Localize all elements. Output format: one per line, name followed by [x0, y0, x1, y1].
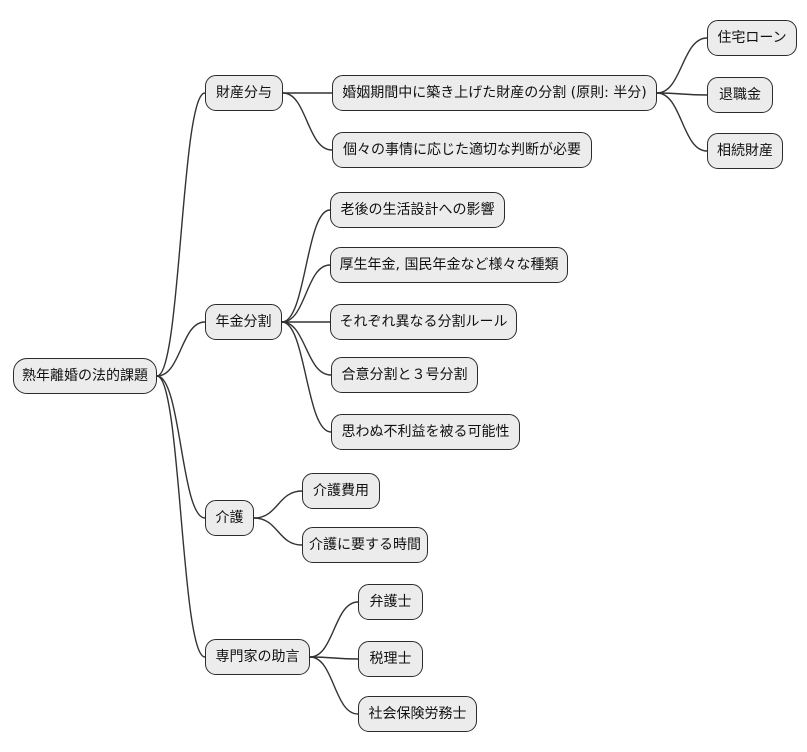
node-tax-accountant: 税理士 [358, 641, 423, 677]
node-lawyer: 弁護士 [358, 584, 423, 620]
node-individual-circumstances: 個々の事情に応じた適切な判断が必要 [332, 132, 592, 168]
edge-care-time [253, 517, 303, 546]
node-inherited-assets: 相続財産 [707, 133, 783, 169]
edge-root-property-division [156, 92, 206, 377]
node-marital-property-split: 婚姻期間中に築き上げた財産の分割 (原則: 半分) [332, 75, 657, 111]
edge-marital-inheritance [656, 92, 708, 152]
node-housing-loan: 住宅ローン [707, 20, 797, 56]
node-retirement-planning-impact: 老後の生活設計への影響 [330, 192, 505, 228]
edge-property-individual [282, 92, 333, 151]
edge-expert-labor-consultant [309, 656, 359, 715]
node-nursing-care: 介護 [205, 500, 254, 536]
node-pension-types: 厚生年金, 国民年金など様々な種類 [330, 247, 568, 283]
node-retirement-allowance: 退職金 [707, 77, 773, 113]
edge-marital-housing-loan [656, 37, 708, 94]
edge-root-expert-advice [156, 375, 206, 658]
edge-pension-types [281, 264, 331, 323]
node-agreement-and-no3-division: 合意分割と３号分割 [331, 357, 478, 393]
node-unexpected-disadvantage: 思わぬ不利益を被る可能性 [331, 414, 520, 450]
edge-expert-tax-accountant [309, 656, 359, 660]
edge-root-pension-division [156, 321, 206, 377]
node-care-time: 介護に要する時間 [302, 527, 428, 563]
node-pension-division: 年金分割 [205, 304, 282, 340]
node-care-costs: 介護費用 [302, 473, 380, 509]
edge-expert-lawyer [309, 601, 359, 658]
edge-care-costs [253, 490, 303, 519]
node-labor-consultant: 社会保険労務士 [358, 696, 477, 732]
node-property-division: 財産分与 [205, 75, 283, 111]
node-expert-advice: 専門家の助言 [205, 639, 310, 675]
node-different-division-rules: それぞれ異なる分割ルール [330, 304, 517, 340]
edge-root-nursing-care [156, 375, 206, 519]
edge-marital-retirement [656, 92, 708, 96]
edge-pension-retirement-planning [281, 209, 331, 323]
edge-pension-agreement [281, 321, 332, 376]
node-root: 熟年離婚の法的課題 [13, 358, 157, 394]
edge-pension-disadvantage [281, 321, 332, 433]
